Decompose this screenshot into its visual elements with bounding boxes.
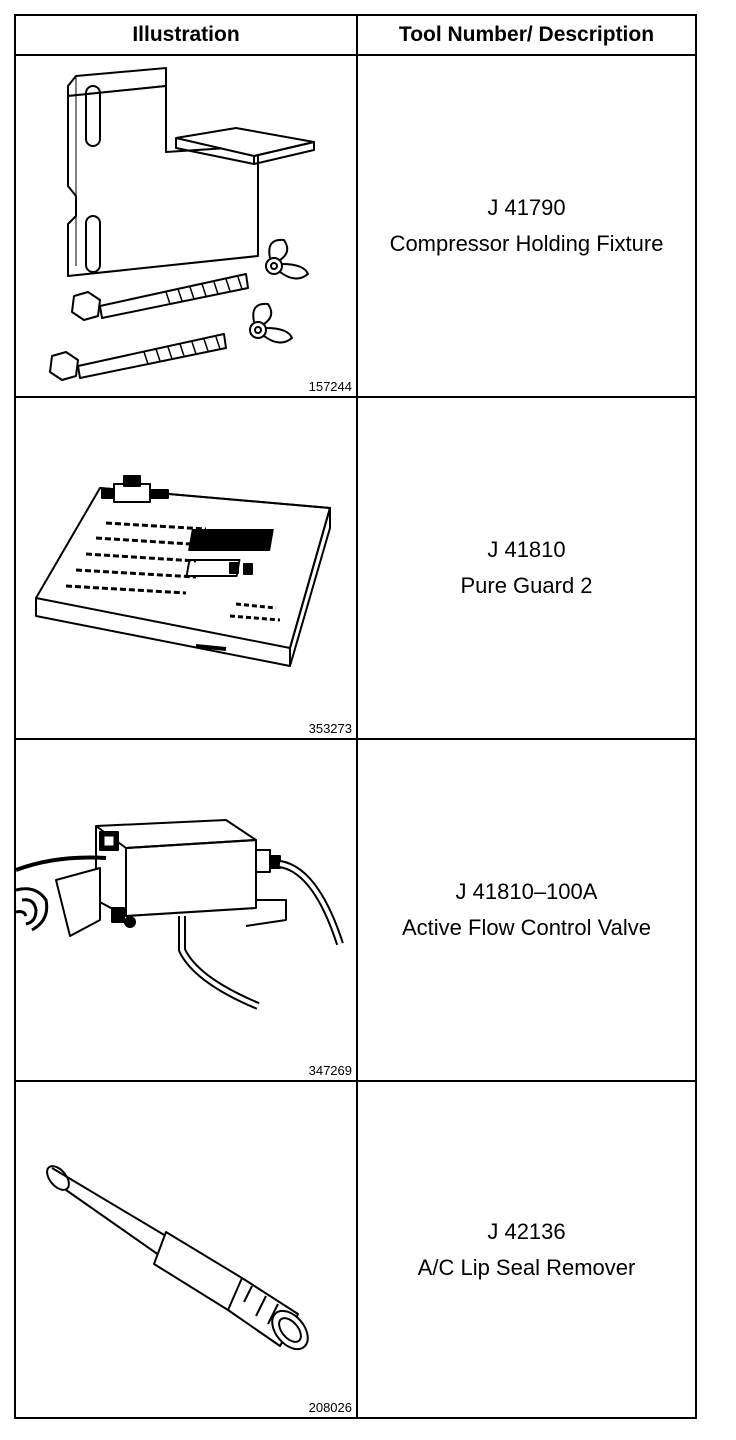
tools-table: Illustration Tool Number/ Description: [14, 14, 697, 1419]
row-2-description: J 41810 Pure Guard 2: [358, 398, 695, 738]
header-illustration: Illustration: [132, 23, 240, 46]
figure-compressor-holding-fixture: 157244: [16, 56, 356, 396]
row-4-description: J 42136 A/C Lip Seal Remover: [358, 1082, 695, 1417]
row-1-description: J 41790 Compressor Holding Fixture: [358, 56, 695, 396]
tool-description: Compressor Holding Fixture: [389, 231, 664, 256]
figure-id: 208026: [308, 1400, 352, 1415]
tool-number: J 41810–100A: [455, 879, 598, 904]
column-divider: [356, 16, 358, 1417]
divider: [16, 1080, 695, 1082]
tool-description: A/C Lip Seal Remover: [417, 1254, 636, 1280]
divider: [16, 738, 695, 740]
tool-number: J 41790: [487, 195, 566, 220]
figure-active-flow-control-valve: 347269: [16, 740, 356, 1080]
figure-id: 353273: [308, 721, 352, 736]
tool-number: J 42136: [487, 1218, 566, 1244]
row-3-description: J 41810–100A Active Flow Control Valve: [358, 740, 695, 1080]
header-tool: Tool Number/ Description: [398, 23, 655, 46]
divider: [16, 54, 695, 56]
divider: [16, 396, 695, 398]
figure-ac-lip-seal-remover: 208026: [16, 1082, 356, 1417]
figure-id: 157244: [308, 379, 352, 394]
tool-number: J 41810: [487, 537, 566, 562]
figure-pure-guard-2: 353273: [16, 398, 356, 738]
tool-description: Pure Guard 2: [460, 573, 593, 598]
figure-id: 347269: [308, 1063, 352, 1078]
tool-description: Active Flow Control Valve: [401, 915, 651, 940]
